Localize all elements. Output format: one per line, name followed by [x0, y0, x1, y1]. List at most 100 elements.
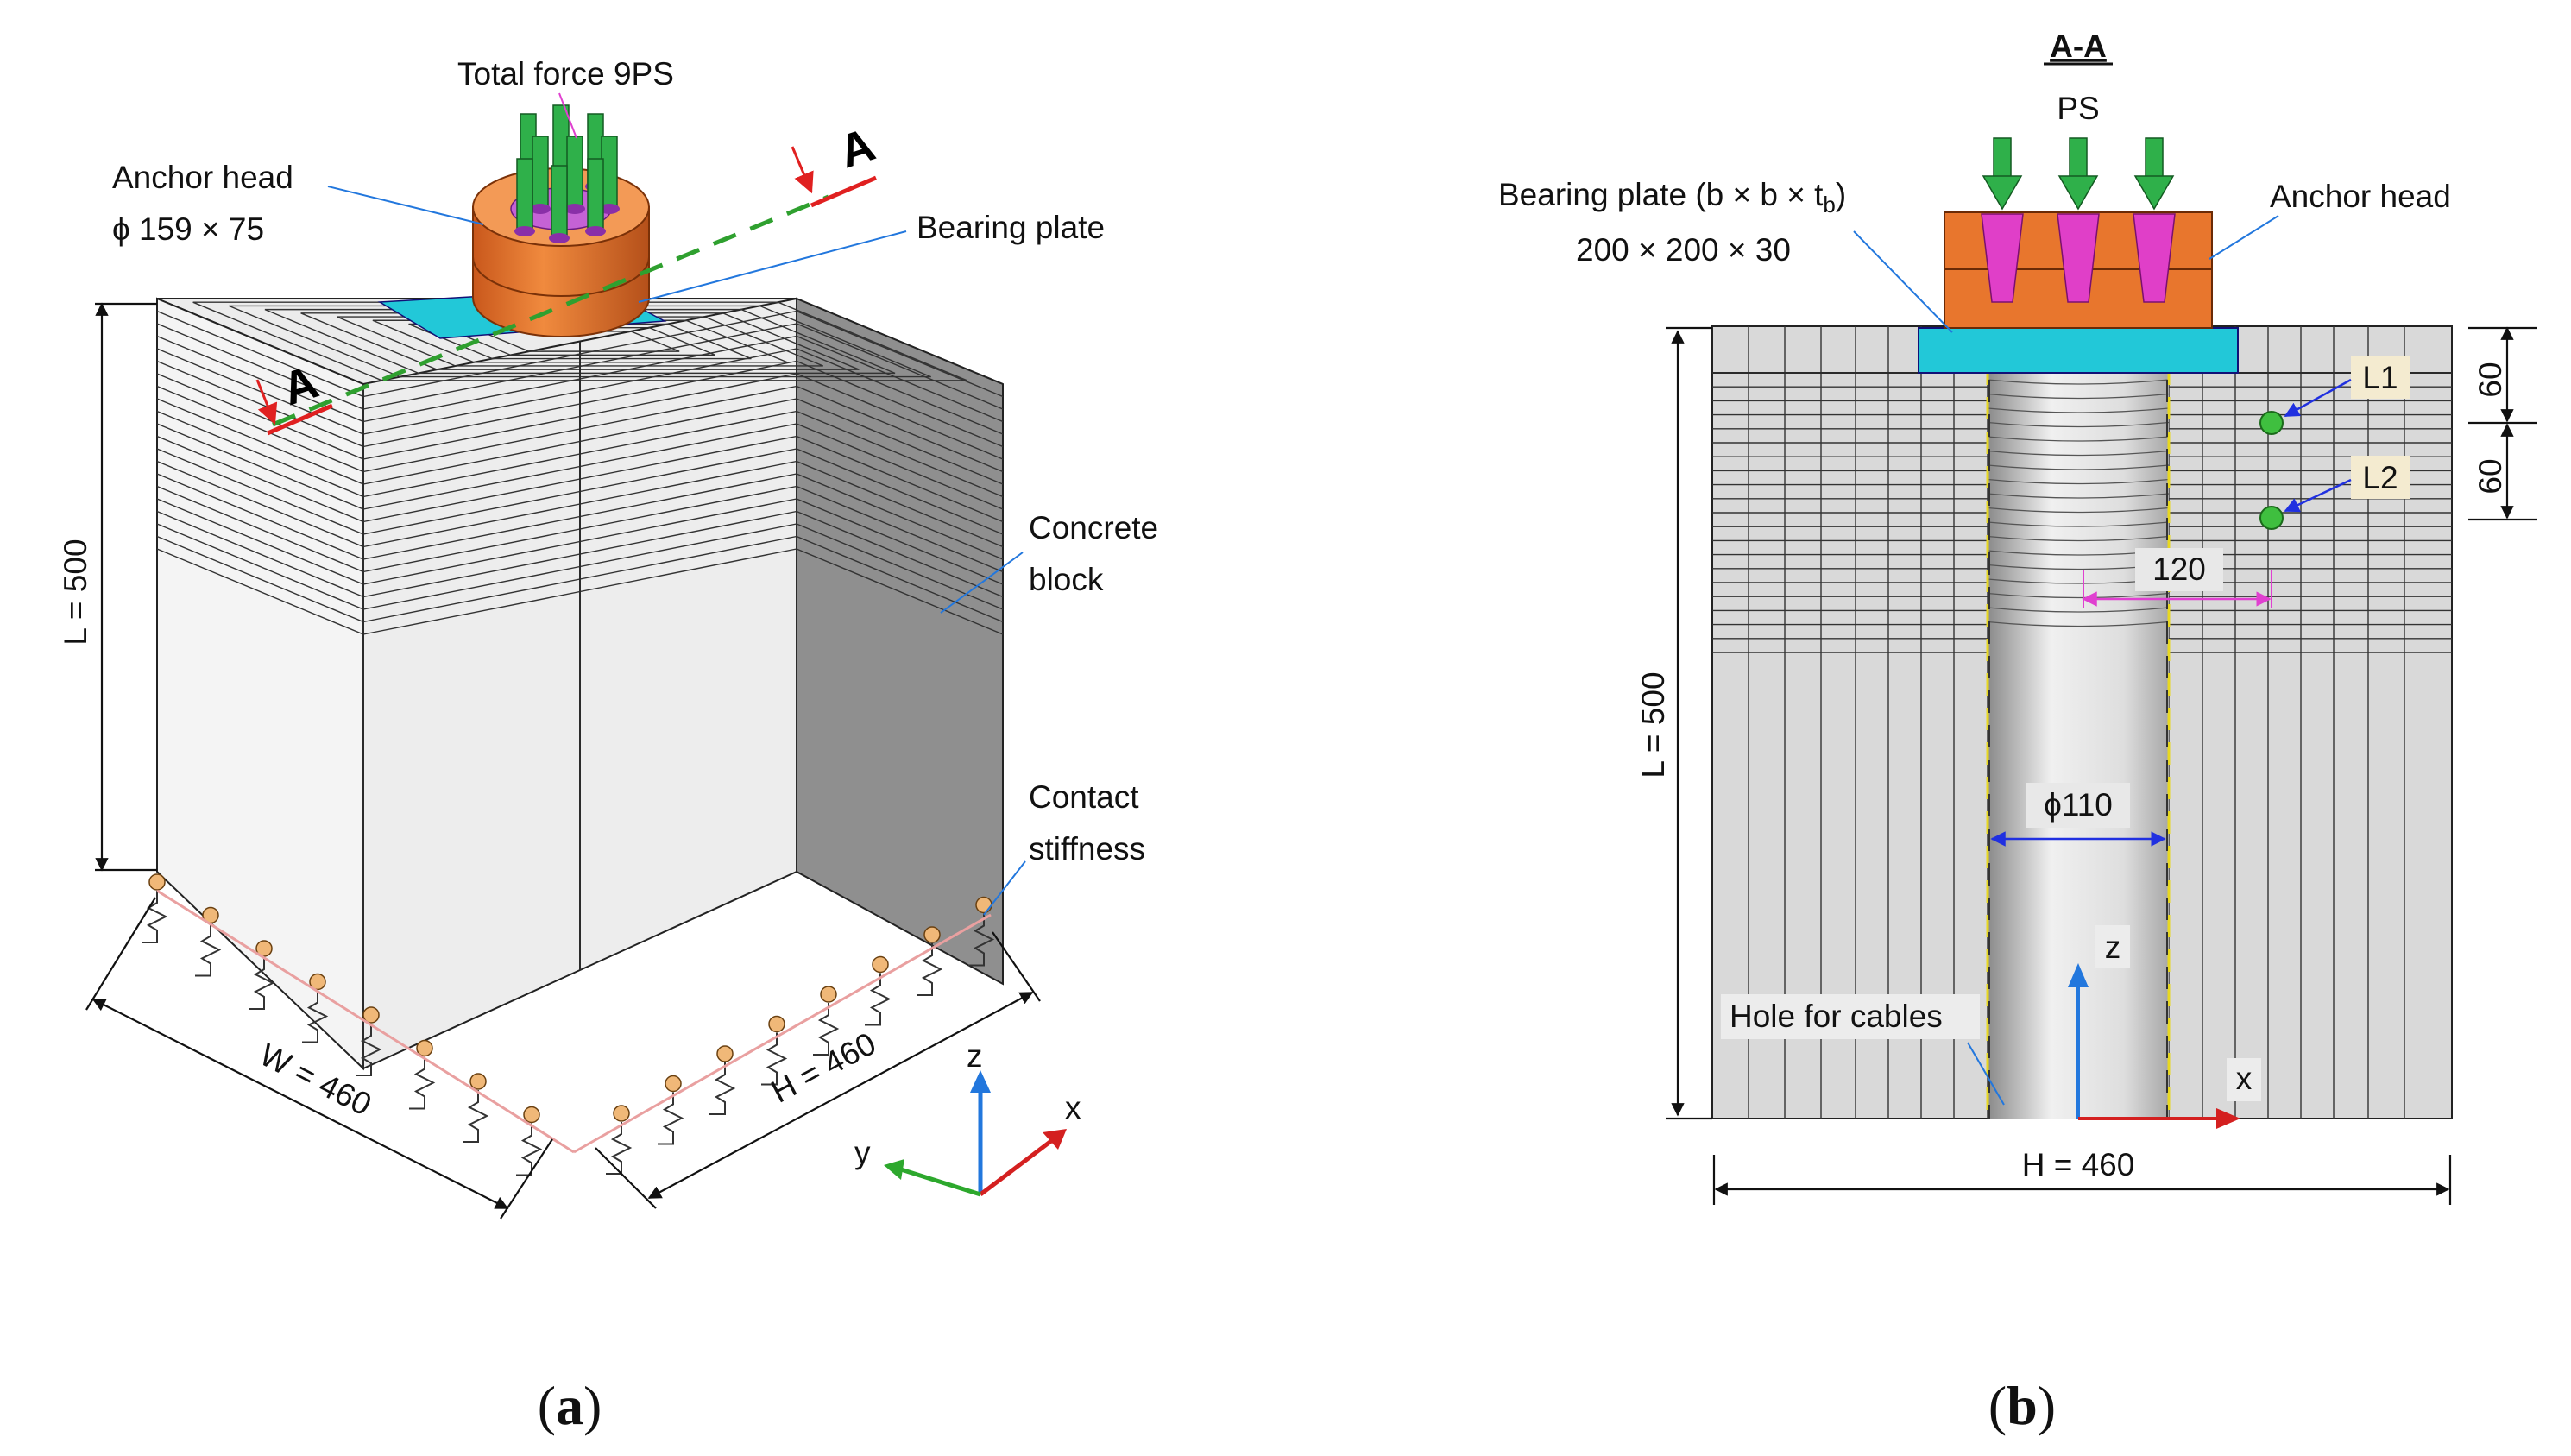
- front-band-right: [796, 410, 1004, 498]
- svg-text:Bearing plate (b × b × tb): Bearing plate (b × b × tb): [1498, 177, 1846, 217]
- label-anchor-head: Anchor head ϕ 159 × 75: [112, 160, 484, 247]
- hole-ring: [1987, 621, 2170, 627]
- force-arrow-head: [2133, 175, 2175, 211]
- axis-triad-b: z x: [2068, 925, 2261, 1129]
- svg-text:block: block: [1029, 562, 1104, 597]
- svg-text:120: 120: [2152, 552, 2206, 587]
- axis-z-label: z: [967, 1038, 983, 1074]
- svg-text:stiffness: stiffness: [1029, 831, 1145, 867]
- hole-ring: [1987, 436, 2170, 442]
- front-band-right: [796, 310, 1004, 398]
- tendon-group: [514, 104, 620, 243]
- spring-node: [716, 1045, 734, 1062]
- force-arrow-head: [2057, 175, 2099, 211]
- front-band-right: [796, 423, 1004, 510]
- svg-text:L2: L2: [2362, 460, 2398, 495]
- svg-text:200 × 200 × 30: 200 × 200 × 30: [1576, 232, 1791, 268]
- wedge: [2057, 213, 2100, 303]
- tendon: [587, 158, 604, 232]
- front-band-right: [796, 485, 1004, 573]
- tendon: [532, 136, 549, 210]
- front-band-right: [796, 435, 1004, 523]
- svg-text:Bearing plate: Bearing plate: [917, 210, 1105, 245]
- front-band-left: [156, 423, 364, 510]
- front-band-right: [796, 360, 1004, 448]
- front-band-left: [156, 460, 364, 548]
- spring-node: [820, 986, 837, 1003]
- front-band-left: [156, 448, 364, 535]
- front-band-left: [156, 510, 364, 598]
- wedge-top: [585, 226, 606, 236]
- label-total-force: Total force 9PS: [457, 56, 674, 139]
- front-band-right: [796, 323, 1004, 410]
- axis-triad-a: z x y: [854, 1038, 1081, 1197]
- front-band-left: [156, 435, 364, 523]
- spring-node: [613, 1105, 630, 1122]
- front-band-right: [796, 510, 1004, 598]
- spring-coil: [709, 1062, 736, 1115]
- front-band-right: [796, 548, 1004, 635]
- section-arrow-right: [791, 146, 814, 194]
- section-end-right: [810, 175, 877, 208]
- spring-node: [309, 973, 326, 991]
- wedge: [1981, 213, 2024, 303]
- front-band-right: [796, 335, 1004, 423]
- svg-text:L1: L1: [2362, 360, 2398, 395]
- section-dash-line: [272, 194, 829, 427]
- axis-x-label: x: [1065, 1090, 1081, 1125]
- dimension-length: L = 500: [58, 302, 157, 872]
- panel-a-isometric-model: A A L = 500 W = 460 H = 460: [58, 56, 1158, 1436]
- dimension-60-60: 60 60: [2468, 326, 2537, 521]
- section-marker-right: A: [833, 118, 881, 178]
- hole-ring: [1987, 379, 2170, 385]
- spring-node: [872, 955, 889, 974]
- block-right-face: [796, 297, 1004, 986]
- spring-coil: [968, 913, 995, 967]
- section-arrow-left: [255, 379, 278, 425]
- svg-text:Hole for cables: Hole for cables: [1730, 999, 1943, 1034]
- base-edge-right: [573, 913, 992, 1154]
- svg-text:Anchor head: Anchor head: [112, 160, 293, 195]
- dimension-length-b: L = 500: [1635, 326, 1712, 1120]
- label-contact-stiffness: Contact stiffness: [983, 779, 1145, 916]
- axis-x-label-b: x: [2236, 1061, 2253, 1096]
- hole-ring: [1987, 464, 2170, 470]
- spring-coil: [516, 1123, 543, 1176]
- wedge: [2133, 213, 2176, 303]
- spring-coil: [463, 1090, 489, 1143]
- measurement-point-l1: L1: [2259, 356, 2410, 435]
- panel-b-tag: (b): [1988, 1375, 2056, 1436]
- front-band-right: [796, 460, 1004, 548]
- length-label: L = 500: [58, 539, 93, 645]
- height-label-b: H = 460: [2022, 1147, 2135, 1182]
- dimension-height-b: H = 460: [1712, 1147, 2452, 1205]
- front-band-left: [156, 473, 364, 560]
- anchor-head-seam: [472, 256, 650, 297]
- bearing-plate-section: [1918, 327, 2239, 374]
- spring-coil: [142, 891, 168, 943]
- wedge-top: [564, 204, 585, 214]
- front-band-left: [156, 485, 364, 573]
- spring-coil: [606, 1122, 633, 1175]
- front-band-left: [156, 348, 364, 435]
- dim-60-bottom: 60: [2473, 458, 2508, 494]
- front-band-right: [796, 498, 1004, 585]
- wedge-top: [549, 233, 570, 243]
- front-band-left: [156, 548, 364, 635]
- svg-text:Concrete: Concrete: [1029, 510, 1158, 545]
- panel-b-section-view: A-A PS Bearing plate (b × b × tb) 200 × …: [1498, 28, 2537, 1436]
- wedge-top: [530, 204, 551, 214]
- front-band-left: [156, 323, 364, 410]
- front-band-right: [796, 385, 1004, 473]
- spring-node: [975, 896, 992, 914]
- wedges: [1981, 213, 2176, 303]
- front-band-right: [796, 473, 1004, 560]
- force-arrow-shaft: [2069, 137, 2088, 179]
- front-band-right: [796, 448, 1004, 535]
- front-band-right: [796, 348, 1004, 435]
- front-face-mesh: [156, 299, 1004, 1068]
- front-band-left: [156, 498, 364, 585]
- svg-text:ϕ110: ϕ110: [2044, 787, 2113, 823]
- front-band-right: [796, 373, 1004, 460]
- front-band-right: [796, 535, 1004, 623]
